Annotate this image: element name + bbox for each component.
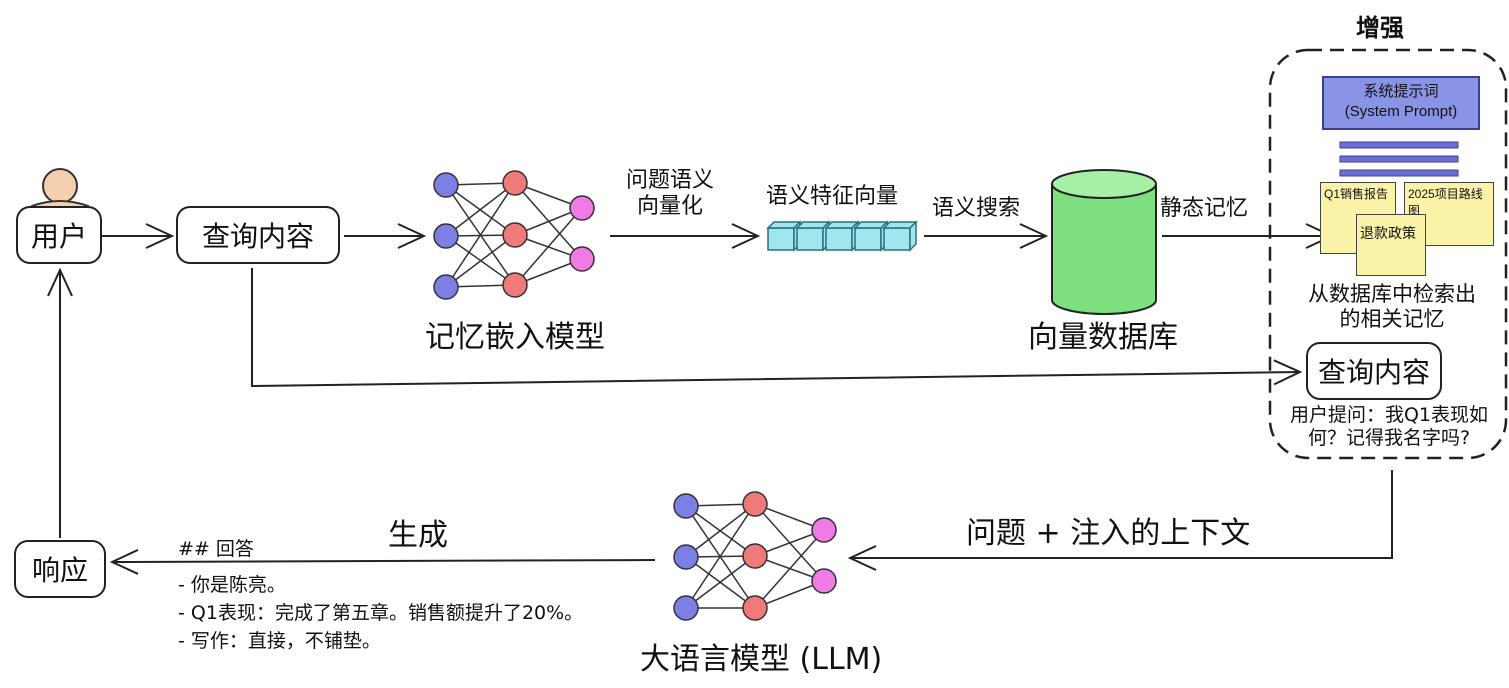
- llm-label: 大语言模型 (LLM): [640, 642, 883, 677]
- response-heading: ## 回答: [178, 538, 254, 560]
- vectorize-label: 问题语义 向量化: [614, 168, 726, 221]
- user-question-label: 用户提问：我Q1表现如 何？记得我名字吗?: [1278, 404, 1500, 450]
- vector-db-label: 向量数据库: [1028, 320, 1178, 355]
- retrieved-label: 从数据库中检索出 的相关记忆: [1288, 282, 1496, 332]
- retrieved-line1: 从数据库中检索出: [1308, 282, 1476, 306]
- arrow-llm-to-response: [112, 560, 656, 562]
- vectorize-label-line2: 向量化: [636, 194, 703, 220]
- vector-cubes-icon: [766, 220, 918, 252]
- response-line1: - 你是陈亮。: [178, 574, 286, 596]
- user-avatar-icon: [31, 168, 89, 211]
- response-line3: - 写作：直接，不铺垫。: [178, 630, 381, 652]
- query-box-augmented: 查询内容: [1306, 342, 1442, 400]
- doc-refund: 退款政策: [1356, 214, 1426, 276]
- system-prompt-line1: 系统提示词: [1363, 83, 1439, 100]
- response-line2: - Q1表现：完成了第五章。销售额提升了20%。: [178, 602, 584, 624]
- embed-model-label: 记忆嵌入模型: [425, 320, 605, 355]
- response-box: 响应: [14, 540, 106, 598]
- inject-label: 问题 + 注入的上下文: [966, 516, 1251, 551]
- search-label: 语义搜索: [932, 196, 1021, 221]
- augment-title: 增强: [1356, 14, 1404, 42]
- user-question-line1: 用户提问：我Q1表现如: [1289, 404, 1489, 426]
- generate-label: 生成: [388, 518, 448, 553]
- database-icon: [1051, 169, 1157, 315]
- user-box: 用户: [16, 206, 102, 264]
- arrow-augment-to-llm: [850, 470, 1393, 558]
- static-memory-label: 静态记忆: [1160, 196, 1249, 221]
- vector-label: 语义特征向量: [766, 184, 899, 209]
- llm-network-icon: [673, 491, 837, 621]
- augment-container: [1268, 48, 1508, 460]
- prompt-lines-icon: [1339, 141, 1459, 177]
- user-question-line2: 何？记得我名字吗?: [1307, 426, 1471, 449]
- system-prompt-line2: (System Prompt): [1344, 102, 1458, 120]
- query-box: 查询内容: [176, 206, 340, 264]
- vectorize-label-line1: 问题语义: [625, 168, 714, 193]
- embed-network-icon: [433, 170, 595, 300]
- retrieved-line2: 的相关记忆: [1339, 307, 1445, 332]
- system-prompt-box: 系统提示词 (System Prompt): [1322, 76, 1480, 130]
- arrow-query-bypass: [251, 268, 1300, 388]
